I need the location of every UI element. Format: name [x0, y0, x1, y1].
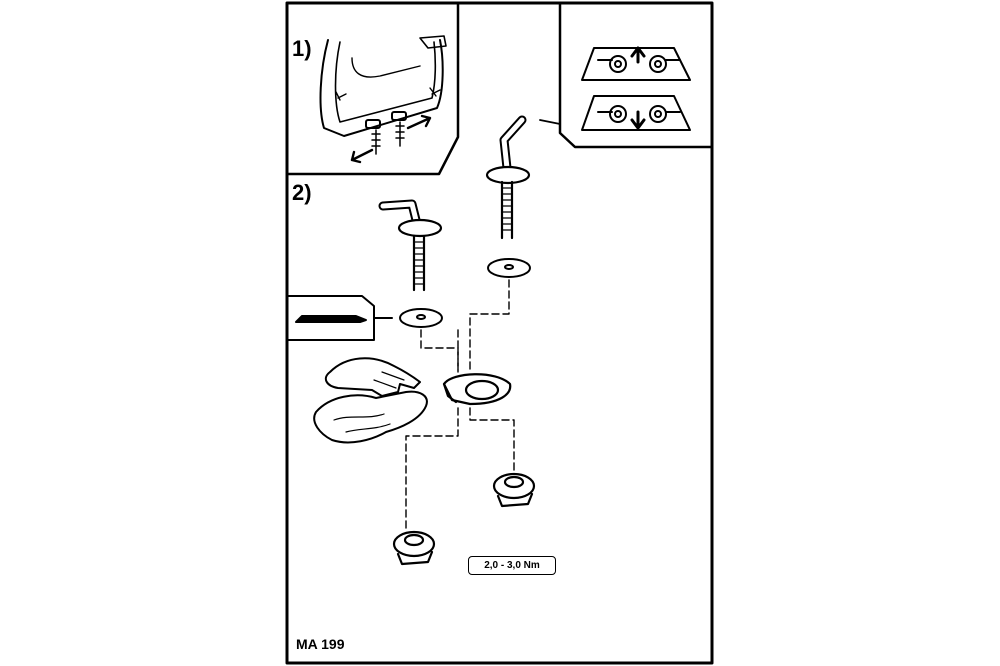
- torque-badge: 2,0 - 3,0 Nm: [468, 556, 556, 575]
- right-washer: [487, 258, 531, 278]
- hinge-adjust-up-icon: [581, 46, 691, 81]
- detail-panel: [558, 1, 714, 149]
- model-number: MA 199: [296, 636, 345, 652]
- left-anchor: [392, 530, 436, 566]
- left-bolt: [378, 199, 443, 292]
- step1-illustration: [319, 35, 447, 164]
- step2-label: 2): [292, 180, 312, 205]
- step1-label: 1): [292, 36, 312, 61]
- left-washer: [399, 308, 443, 328]
- assembly-guides: [405, 279, 515, 531]
- right-anchor: [492, 472, 536, 508]
- page-frame: [285, 1, 714, 665]
- step1-panel: [285, 1, 460, 176]
- hinge-adjust-down-icon: [581, 95, 691, 131]
- right-bolt: [485, 115, 531, 240]
- washer-section-callout: [287, 295, 393, 341]
- ceramic-mount: [442, 373, 512, 406]
- hand-icon: [324, 357, 421, 397]
- cloth-icon: [313, 390, 428, 444]
